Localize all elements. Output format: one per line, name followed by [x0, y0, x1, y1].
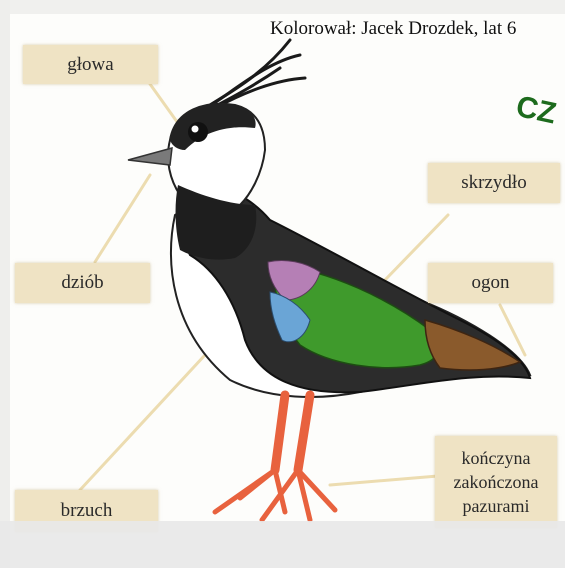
label-ogon: ogon	[428, 263, 553, 303]
bird-feet	[215, 470, 335, 520]
label-glowa: głowa	[23, 45, 158, 84]
bird-legs	[275, 395, 310, 470]
crest	[205, 40, 305, 110]
label-dziob: dziób	[15, 263, 150, 303]
label-konczyna: kończyna zakończona pazurami	[435, 436, 557, 528]
label-konczyna-line-1: kończyna	[462, 446, 531, 470]
bird-eye	[188, 122, 208, 142]
label-skrzydlo: skrzydło	[428, 163, 560, 203]
label-konczyna-line-2: zakończona	[454, 470, 539, 494]
bird-beak	[128, 148, 172, 165]
label-konczyna-line-3: pazurami	[463, 494, 530, 518]
overlay-bar	[0, 521, 565, 568]
